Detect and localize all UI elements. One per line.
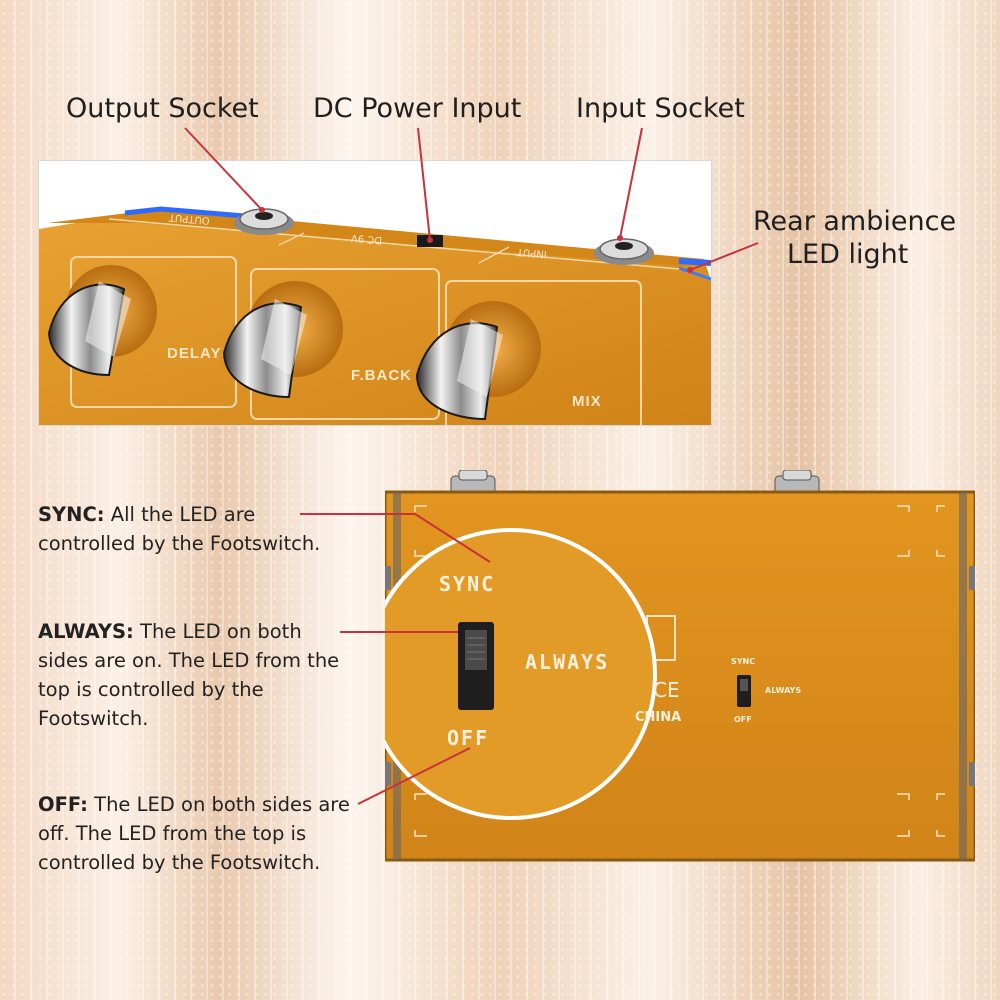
input-socket	[594, 238, 654, 265]
rear-led-label-line1: Rear ambience	[753, 206, 957, 237]
knob-delay	[47, 265, 157, 377]
switch-label-always: ALWAYS	[525, 650, 610, 674]
always-term: ALWAYS:	[38, 620, 134, 643]
switch-label-sync: SYNC	[439, 572, 496, 596]
always-text: The LED on both sides are on. The LED fr…	[38, 620, 340, 730]
knob-mix	[415, 301, 541, 421]
rear-led-label-line2: LED light	[787, 239, 909, 270]
pedal-top-illustration	[39, 206, 711, 425]
knob-fback	[222, 281, 343, 399]
dc-power-input-label: DC Power Input	[313, 93, 522, 124]
input-socket-label: Input Socket	[576, 93, 745, 124]
off-description: OFF: The LED on both sides are off. The …	[38, 790, 383, 877]
china-text: CHINA	[635, 710, 682, 725]
off-term: OFF:	[38, 793, 88, 816]
switch-label-off: OFF	[447, 726, 490, 750]
output-socket-label: Output Socket	[66, 93, 259, 124]
pedal-side-photo: SYNC ALWAYS OFF SYNC ALWAYS OFF CE CHINA	[365, 469, 977, 870]
pedal-side-illustration	[365, 469, 977, 862]
always-description: ALWAYS: The LED on both sides are on. Th…	[38, 617, 343, 733]
sync-description: SYNC: All the LED are controlled by the …	[38, 500, 358, 558]
output-socket	[234, 208, 294, 235]
sync-term: SYNC:	[38, 503, 105, 526]
small-label-off: OFF	[734, 715, 752, 724]
knob-label-mix: MIX	[572, 393, 602, 410]
knob-label-fback: F.BACK	[351, 367, 412, 384]
ce-mark: CE	[653, 678, 680, 702]
sync-text: All the LED are controlled by the Footsw…	[38, 503, 321, 555]
off-text: The LED on both sides are off. The LED f…	[38, 793, 350, 874]
pedal-top-photo: DELAY F.BACK MIX OUTPUT DC 9V INPUT	[38, 160, 712, 426]
small-label-sync: SYNC	[731, 657, 756, 666]
knob-label-delay: DELAY	[167, 345, 222, 362]
small-label-always: ALWAYS	[765, 686, 802, 695]
dc-power-jack	[417, 235, 443, 247]
